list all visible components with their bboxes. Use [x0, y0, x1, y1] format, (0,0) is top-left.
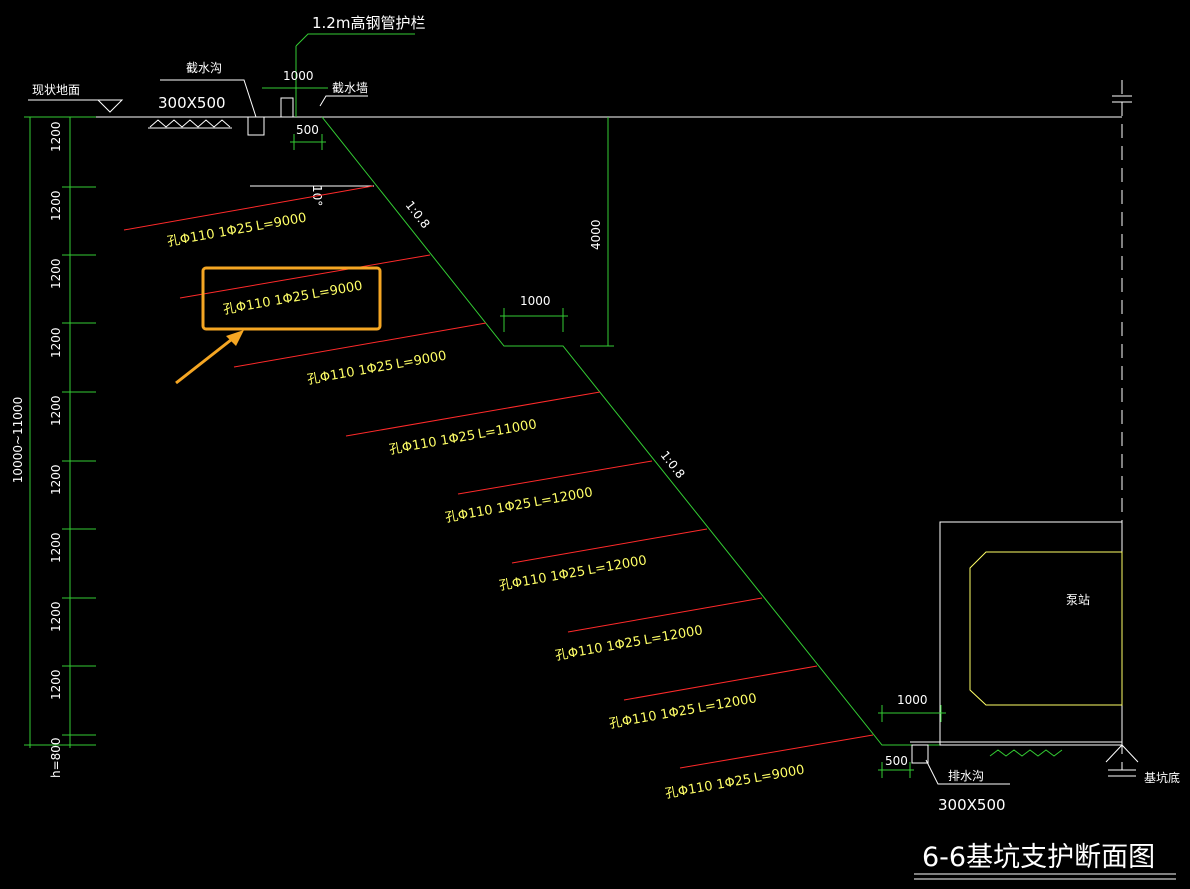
railing-offset-text: 1000 [283, 69, 314, 83]
anchor-label-6: 孔Φ110 1Φ25 L=12000 [498, 553, 648, 594]
svg-text:1200: 1200 [49, 532, 63, 563]
anchor-label-9: 孔Φ110 1Φ25 L=9000 [664, 763, 806, 802]
svg-text:L=12000: L=12000 [533, 485, 594, 510]
soil-hatch-bottom [989, 749, 1063, 757]
svg-text:L=9000: L=9000 [395, 349, 448, 373]
svg-text:1Φ25: 1Φ25 [273, 288, 310, 309]
row-ticks [24, 116, 96, 746]
cutoff-wall-leader [319, 95, 368, 107]
anchor-line-4 [345, 391, 601, 437]
anchor-label-4: 孔Φ110 1Φ25 L=11000 [388, 417, 538, 458]
railing-label: 1.2m高钢管护栏 [312, 14, 425, 32]
svg-text:1Φ25: 1Φ25 [715, 772, 752, 793]
anchor-line-8 [623, 665, 818, 701]
anchor-label-3: 孔Φ110 1Φ25 L=9000 [306, 349, 448, 388]
slope-ratio-lower: 1:0.8 [658, 448, 688, 481]
svg-text:L=12000: L=12000 [643, 623, 704, 648]
anchor-label-8: 孔Φ110 1Φ25 L=12000 [608, 691, 758, 732]
svg-text:1200: 1200 [49, 669, 63, 700]
interceptor-ditch-size: 300X500 [158, 94, 226, 112]
svg-text:L=11000: L=11000 [477, 417, 538, 442]
svg-text:1200: 1200 [49, 464, 63, 495]
berm-width-text: 1000 [520, 294, 551, 308]
pump-station-inner [969, 551, 1123, 706]
anchor-label-2: 孔Φ110 1Φ25 L=9000 [222, 279, 364, 318]
toe-width-text: 1000 [897, 693, 928, 707]
svg-text:L=9000: L=9000 [753, 763, 806, 787]
svg-text:1Φ25: 1Φ25 [439, 428, 476, 449]
anchor-lines [123, 185, 874, 769]
svg-text:1200: 1200 [49, 601, 63, 632]
slope-profile [321, 116, 1122, 746]
anchor-line-1 [123, 185, 374, 231]
anchor-line-3 [233, 322, 487, 368]
drain-ditch-leader [925, 759, 1010, 785]
svg-text:L=12000: L=12000 [587, 553, 648, 578]
svg-text:孔Φ110: 孔Φ110 [554, 641, 604, 664]
svg-text:1200: 1200 [49, 258, 63, 289]
pump-station-outer [939, 521, 1123, 746]
svg-text:L=12000: L=12000 [697, 691, 758, 716]
row-spacing-labels: 1200 1200 1200 1200 1200 1200 1200 1200 … [49, 121, 63, 700]
svg-text:1200: 1200 [49, 327, 63, 358]
svg-text:孔Φ110: 孔Φ110 [306, 365, 356, 388]
interceptor-ditch-label: 截水沟 [186, 61, 222, 75]
svg-text:1Φ25: 1Φ25 [357, 358, 394, 379]
top-setback-text: 500 [296, 123, 319, 137]
railing-leader [295, 33, 415, 47]
svg-text:孔Φ110: 孔Φ110 [166, 227, 216, 250]
interceptor-ditch-leader [160, 79, 257, 118]
anchor-line-5 [457, 460, 653, 495]
svg-text:1200: 1200 [49, 121, 63, 152]
highlight-box [201, 266, 382, 331]
svg-text:1Φ25: 1Φ25 [217, 220, 254, 241]
svg-text:1Φ25: 1Φ25 [659, 702, 696, 723]
pit-bottom-symbol [1105, 744, 1139, 763]
svg-text:孔Φ110: 孔Φ110 [444, 503, 494, 526]
anchor-line-2 [179, 254, 431, 299]
drain-ditch-size: 300X500 [938, 796, 1006, 814]
toe-setback-text: 500 [885, 754, 908, 768]
drain-ditch-label: 排水沟 [948, 769, 984, 783]
bottom-dim-text: h=800 [49, 737, 63, 778]
anchor-label-7: 孔Φ110 1Φ25 L=12000 [554, 623, 704, 664]
anchor-labels: 孔Φ110 1Φ25 L=9000 孔Φ110 1Φ25 L=9000 孔Φ11… [166, 211, 806, 802]
svg-text:L=9000: L=9000 [255, 211, 308, 235]
svg-text:1Φ25: 1Φ25 [495, 496, 532, 517]
ground-level-symbol [28, 99, 124, 113]
interceptor-ditch-shape [247, 116, 265, 136]
existing-ground-label: 现状地面 [32, 83, 80, 97]
pit-bottom-label: 基坑底 [1144, 770, 1180, 785]
svg-text:孔Φ110: 孔Φ110 [388, 435, 438, 458]
cutoff-wall-shape [280, 97, 294, 118]
anchor-line-7 [567, 597, 763, 633]
svg-text:孔Φ110: 孔Φ110 [222, 295, 272, 318]
anchor-label-1: 孔Φ110 1Φ25 L=9000 [166, 211, 308, 250]
slope-ratio-upper: 1:0.8 [403, 198, 433, 231]
drain-ditch-shape [911, 744, 929, 764]
svg-text:1200: 1200 [49, 190, 63, 221]
upper-height-text: 4000 [589, 219, 603, 250]
anchor-label-5: 孔Φ110 1Φ25 L=12000 [444, 485, 594, 526]
svg-text:孔Φ110: 孔Φ110 [498, 571, 548, 594]
drawing-title: 6-6基坑支护断面图 [922, 842, 1155, 873]
svg-text:1200: 1200 [49, 395, 63, 426]
anchor-line-9 [679, 734, 874, 769]
cutoff-wall-label: 截水墙 [332, 81, 368, 95]
highlight-arrow [175, 330, 244, 385]
svg-text:孔Φ110: 孔Φ110 [664, 779, 714, 802]
anchor-line-6 [511, 528, 708, 564]
total-depth-text: 10000~11000 [11, 397, 25, 483]
svg-text:1Φ25: 1Φ25 [549, 564, 586, 585]
svg-text:L=9000: L=9000 [311, 279, 364, 303]
soil-hatch-top [148, 119, 232, 129]
svg-text:1Φ25: 1Φ25 [605, 634, 642, 655]
svg-text:孔Φ110: 孔Φ110 [608, 709, 658, 732]
pump-station-label: 泵站 [1066, 593, 1090, 607]
